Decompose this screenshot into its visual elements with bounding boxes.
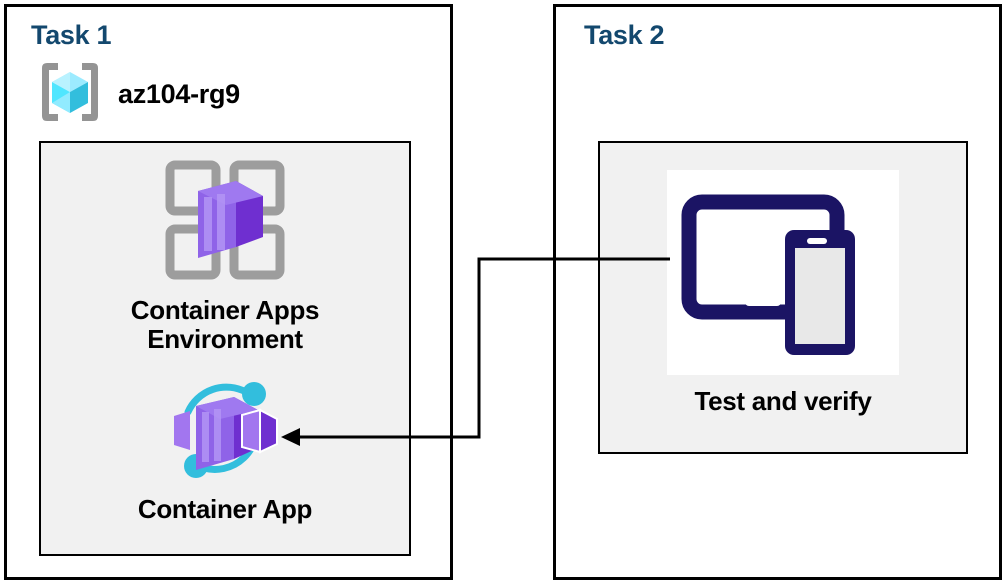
container-app-icon bbox=[160, 374, 290, 491]
resource-group-name: az104-rg9 bbox=[118, 79, 240, 109]
node-container-app[interactable]: Container App bbox=[39, 374, 411, 524]
node-test-and-verify[interactable]: Test and verify bbox=[598, 170, 968, 416]
test-and-verify-label: Test and verify bbox=[694, 386, 872, 416]
container-apps-environment-label: Container Apps Environment bbox=[130, 295, 320, 355]
container-app-label: Container App bbox=[137, 494, 313, 524]
task-1-title: Task 1 bbox=[31, 20, 112, 50]
node-container-apps-environment[interactable]: Container Apps Environment bbox=[39, 155, 411, 354]
resource-group-row: az104-rg9 bbox=[36, 58, 240, 131]
devices-test-icon bbox=[667, 170, 899, 375]
task-2-title: Task 2 bbox=[584, 20, 665, 50]
resource-group-icon bbox=[36, 58, 104, 131]
container-apps-environment-icon bbox=[160, 155, 290, 290]
